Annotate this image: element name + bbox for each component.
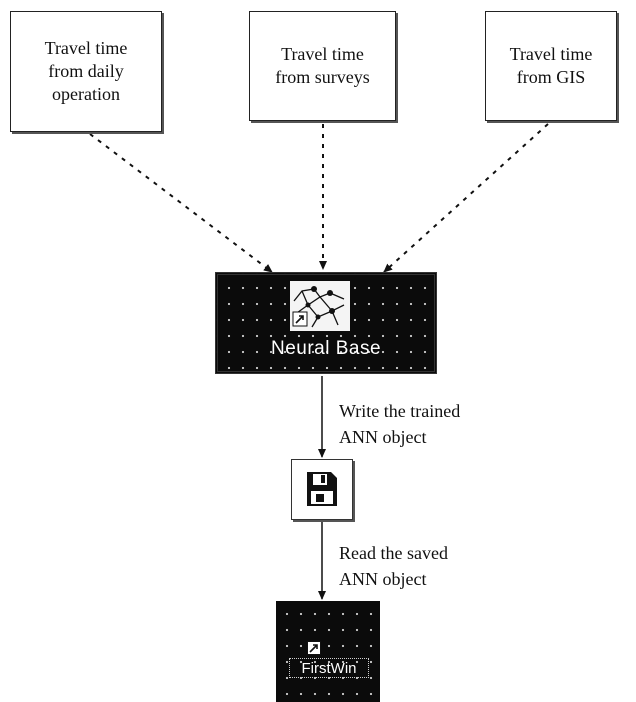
network-map-icon [290,281,350,331]
source-label-daily-operation: Travel time from daily operation [44,38,128,104]
neural-base-label: Neural Base [270,338,382,359]
shortcut-arrow-icon [307,641,321,655]
source-box-daily-operation: Travel time from daily operation [10,11,162,132]
source-label-gis: Travel time from GIS [509,44,593,87]
firstwin-component[interactable]: FirstWin [276,601,380,702]
source-box-surveys: Travel time from surveys [249,11,396,121]
source-label-surveys: Travel time from surveys [275,44,370,87]
source-box-gis: Travel time from GIS [485,11,617,121]
dotted-arrow-gis [383,123,549,273]
firstwin-label: FirstWin [289,658,369,678]
read-edge-label: Read the saved ANN object [339,543,448,589]
write-edge-label: Write the trained ANN object [339,401,461,447]
neural-base-component[interactable]: Neural Base [215,272,437,374]
floppy-disk-storage[interactable] [291,459,353,520]
floppy-disk-icon [307,472,337,506]
dotted-arrow-daily [89,133,273,273]
